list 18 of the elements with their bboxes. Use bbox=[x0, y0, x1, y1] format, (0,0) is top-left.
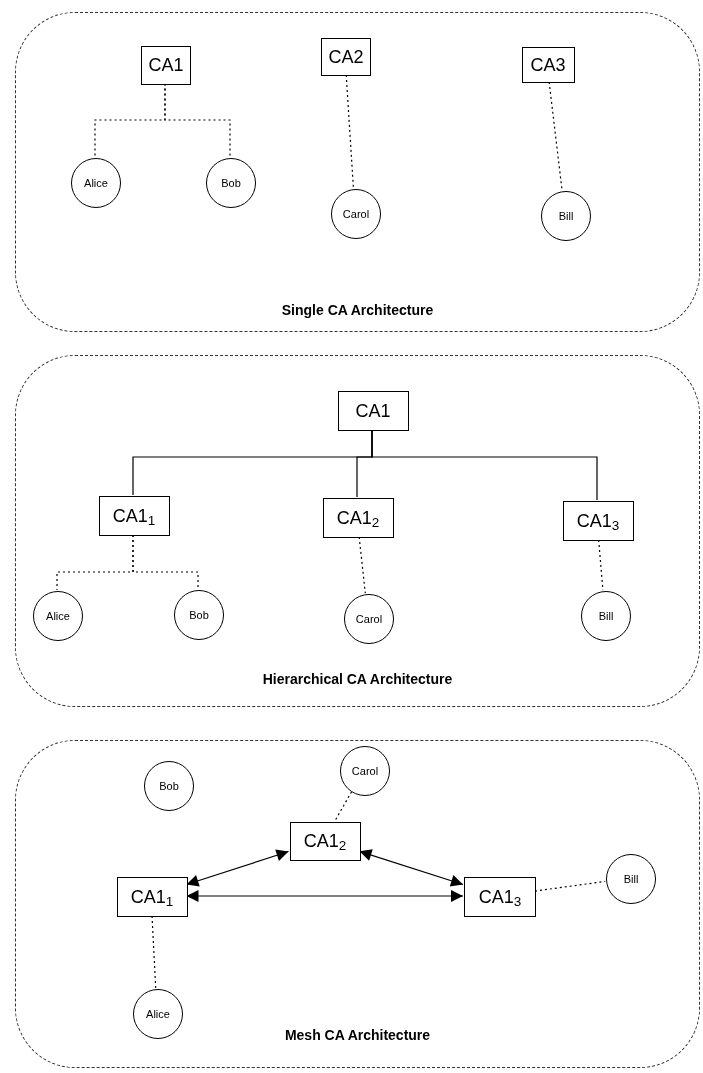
dashed-panel bbox=[15, 355, 700, 707]
ca-box: CA1$_{3}$ bbox=[464, 877, 536, 917]
panel-title: Mesh CA Architecture bbox=[284, 1026, 431, 1045]
connector-line bbox=[334, 791, 353, 822]
dashed-panel bbox=[15, 740, 700, 1068]
ca-box: CA1 bbox=[337, 391, 409, 431]
ca-box: CA1$_{1}$ bbox=[98, 496, 170, 536]
ca-box: CA2 bbox=[321, 38, 371, 76]
dashed-panel bbox=[15, 12, 700, 332]
ca-box: CA1$_{2}$ bbox=[289, 821, 361, 861]
panel-title: Hierarchical CA Architecture bbox=[262, 670, 453, 689]
ca-box: CA1$_{2}$ bbox=[322, 498, 394, 538]
ca-box: CA3 bbox=[521, 47, 575, 83]
panel-title: Single CA Architecture bbox=[281, 301, 434, 320]
ca-box: CA1$_{1}$ bbox=[116, 877, 188, 917]
ca-box: CA1 bbox=[141, 45, 191, 85]
connector-line bbox=[371, 429, 598, 501]
ca-box: CA1$_{3}$ bbox=[562, 501, 634, 541]
